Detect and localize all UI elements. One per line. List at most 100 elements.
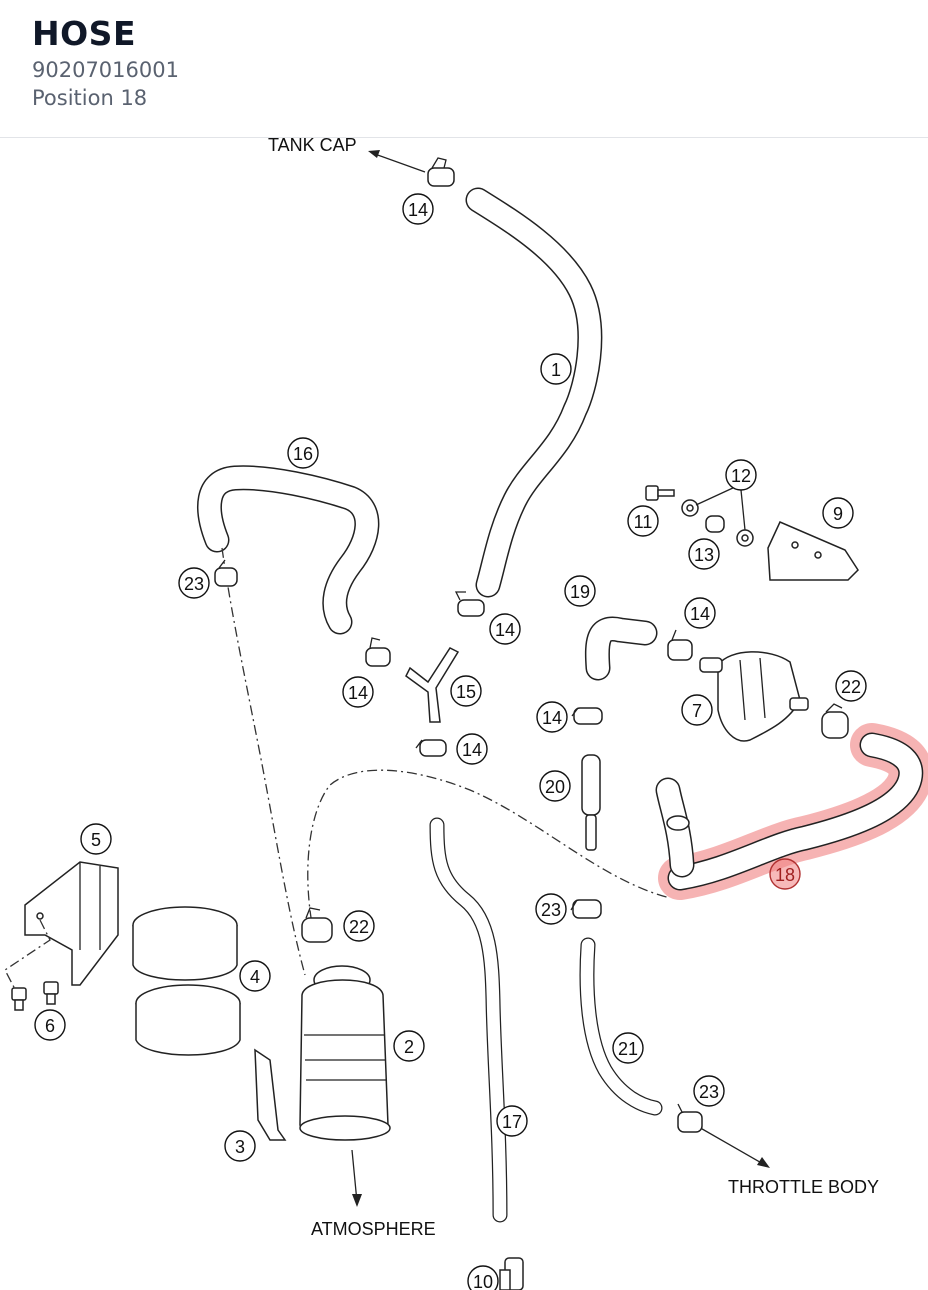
callout-circle — [239, 960, 271, 992]
callout-c23a[interactable]: 23 — [178, 567, 210, 599]
callout-circle — [224, 1130, 256, 1162]
connector-15[interactable] — [405, 647, 460, 723]
callout-c18[interactable]: 18 — [769, 858, 801, 890]
strap-4-upper[interactable] — [132, 906, 238, 981]
clip-3[interactable] — [254, 1048, 287, 1141]
callout-circle — [612, 1032, 644, 1064]
hose-16[interactable] — [197, 465, 380, 635]
hose-19[interactable] — [584, 616, 658, 681]
callout-c14e[interactable]: 14 — [536, 701, 568, 733]
callout-c13[interactable]: 13 — [688, 538, 720, 570]
label-throttle-body: THROTTLE BODY — [728, 1177, 879, 1197]
callout-c22b[interactable]: 22 — [343, 910, 375, 942]
hose-21[interactable] — [579, 937, 663, 1116]
callout-number: 7 — [692, 701, 702, 721]
washer-12a[interactable] — [681, 499, 699, 517]
callout-circle — [536, 701, 568, 733]
callout-c4[interactable]: 4 — [239, 960, 271, 992]
callout-c5[interactable]: 5 — [80, 823, 112, 855]
callout-c11[interactable]: 11 — [627, 505, 659, 537]
callout-c20[interactable]: 20 — [539, 770, 571, 802]
callout-circle — [540, 353, 572, 385]
callout-c6[interactable]: 6 — [34, 1009, 66, 1041]
hose-17[interactable] — [429, 817, 508, 1223]
hose-18[interactable] — [655, 732, 924, 891]
callout-number: 2 — [404, 1037, 414, 1057]
callout-c22a[interactable]: 22 — [835, 670, 867, 702]
callout-c23b[interactable]: 23 — [535, 893, 567, 925]
callout-number: 10 — [473, 1272, 493, 1290]
clamp-14-right[interactable] — [667, 629, 693, 661]
callout-c14d[interactable]: 14 — [342, 676, 374, 708]
callout-number: 20 — [545, 777, 565, 797]
clamp-23-bottom[interactable] — [677, 1103, 703, 1133]
callout-circle — [80, 823, 112, 855]
callout-c10[interactable]: 10 — [467, 1265, 499, 1290]
callout-number: 21 — [618, 1039, 638, 1059]
callout-c19[interactable]: 19 — [564, 575, 596, 607]
bracket-5[interactable] — [24, 861, 119, 986]
bolt-11[interactable] — [645, 485, 675, 501]
canister-2[interactable] — [299, 965, 391, 1141]
callout-c2[interactable]: 2 — [393, 1030, 425, 1062]
callout-circle — [684, 597, 716, 629]
callout-number: 14 — [348, 683, 368, 703]
callout-number: 14 — [408, 200, 428, 220]
grommet-13[interactable] — [705, 515, 725, 533]
callout-circle — [769, 858, 801, 890]
clamp-22-lower[interactable] — [301, 907, 333, 943]
clamp-14-hose1[interactable] — [454, 591, 485, 617]
callout-circle — [693, 1075, 725, 1107]
callout-circle — [688, 538, 720, 570]
callout-circle — [535, 893, 567, 925]
callout-circle — [539, 770, 571, 802]
hose-1[interactable] — [465, 187, 603, 598]
callout-circle — [456, 733, 488, 765]
callout-circle — [467, 1265, 499, 1290]
callout-c21[interactable]: 21 — [612, 1032, 644, 1064]
clamp-23-hose16[interactable] — [214, 559, 238, 587]
callout-number: 14 — [690, 604, 710, 624]
arrow-tank-cap — [368, 150, 426, 173]
clamp-22-right[interactable] — [821, 703, 849, 739]
callout-number: 18 — [775, 865, 795, 885]
callout-c16[interactable]: 16 — [287, 437, 319, 469]
callout-number: 16 — [293, 444, 313, 464]
callout-c17[interactable]: 17 — [496, 1105, 528, 1137]
callout-number: 23 — [541, 900, 561, 920]
clamp-14-left[interactable] — [365, 637, 391, 667]
valve-7[interactable] — [699, 651, 809, 742]
callout-c14b[interactable]: 14 — [489, 613, 521, 645]
callout-c23c[interactable]: 23 — [693, 1075, 725, 1107]
callout-c14c[interactable]: 14 — [684, 597, 716, 629]
callout-circle — [178, 567, 210, 599]
callout-c14f[interactable]: 14 — [456, 733, 488, 765]
clamp-14-mid[interactable] — [571, 707, 603, 725]
exploded-parts-diagram: TANK CAP ATMOSPHERE THROTTLE BODY 141161… — [4, 138, 928, 1290]
callout-circle — [835, 670, 867, 702]
callout-circle — [681, 694, 713, 726]
callout-c3[interactable]: 3 — [224, 1130, 256, 1162]
part-position: Position 18 — [32, 86, 148, 110]
bracket-9[interactable] — [767, 521, 859, 581]
callout-c7[interactable]: 7 — [681, 694, 713, 726]
bolt-6a[interactable] — [11, 987, 27, 1011]
callout-c15[interactable]: 15 — [450, 675, 482, 707]
callout-number: 9 — [833, 504, 843, 524]
clamp-14-center[interactable] — [415, 739, 447, 757]
callout-circle — [402, 193, 434, 225]
bolt-6b[interactable] — [43, 981, 59, 1005]
callout-c12[interactable]: 12 — [725, 459, 757, 491]
fitting-10[interactable] — [499, 1257, 524, 1290]
clamp-14-top[interactable] — [427, 157, 455, 187]
callout-c1[interactable]: 1 — [540, 353, 572, 385]
fitting-20[interactable] — [581, 754, 601, 851]
callout-circle — [564, 575, 596, 607]
callout-c9[interactable]: 9 — [822, 497, 854, 529]
callout-c14a[interactable]: 14 — [402, 193, 434, 225]
washer-12b[interactable] — [736, 529, 754, 547]
label-tank-cap: TANK CAP — [268, 138, 357, 155]
strap-4-lower[interactable] — [135, 984, 241, 1056]
clamp-23-mid[interactable] — [570, 899, 602, 919]
callout-number: 23 — [184, 574, 204, 594]
